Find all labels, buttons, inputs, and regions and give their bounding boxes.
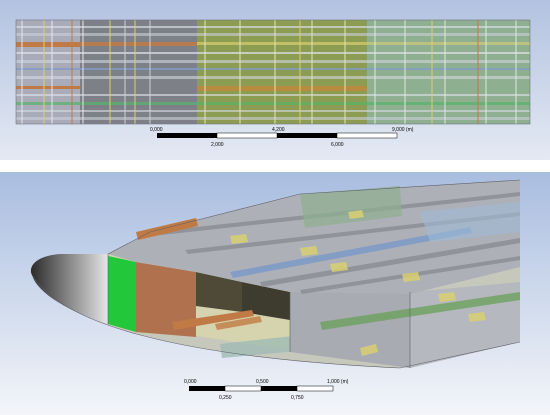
- scale-label-bottom-0: 2,000: [211, 142, 224, 148]
- scale2-label-top-2: 1,000 (m): [327, 379, 349, 385]
- rear-spar-face: [290, 292, 410, 368]
- scale-label-bottom-1: 6,000: [331, 142, 344, 148]
- perspective-view-canvas: 0,000 0,500 1,000 (m) 0,250 0,750: [0, 172, 550, 415]
- scale-label-top-0: 0,000: [150, 127, 163, 133]
- scale-label-top-2: 9,000 (m): [392, 127, 414, 133]
- front-spar-face: [108, 256, 136, 332]
- planform-section-outboard: [367, 20, 530, 124]
- planform-section-mid: [197, 20, 367, 124]
- inner-spar-dark: [196, 272, 242, 312]
- inner-spar-dark-2: [242, 282, 290, 320]
- scale-segment-3: [277, 133, 337, 138]
- lower-stiffener-1: [172, 310, 254, 330]
- scale2-label-bottom-1: 0,750: [291, 395, 304, 401]
- planform-section-root: [16, 20, 80, 124]
- scale-segment-2: [216, 132, 278, 139]
- planform-view-canvas: 0,000 4,200 9,000 (m) 2,000 6,000: [0, 0, 550, 160]
- upper-skin-stringers: [150, 192, 520, 330]
- perspective-scale-bar: 0,000 0,500 1,000 (m) 0,250 0,750: [184, 379, 349, 401]
- wing-planform: [15, 19, 531, 125]
- planform-rib-lines: [21, 20, 517, 124]
- planform-view-panel: 0,000 4,200 9,000 (m) 2,000 6,000: [0, 0, 550, 160]
- planform-section-inboard: [80, 20, 197, 124]
- perspective-view-panel: 0,000 0,500 1,000 (m) 0,250 0,750: [0, 172, 550, 415]
- yellow-reinforcement-patches: [230, 210, 486, 356]
- planform-scale-bar: 0,000 4,200 9,000 (m) 2,000 6,000: [150, 127, 414, 148]
- lower-stiffener-2: [215, 316, 262, 330]
- scale-segment-1: [157, 133, 217, 138]
- scale2-segment-3: [261, 386, 297, 391]
- scale2-label-top-0: 0,000: [184, 379, 197, 385]
- rib-brown-face: [136, 262, 196, 337]
- wing-outlines: [31, 179, 521, 369]
- scale-label-top-1: 4,200: [272, 127, 285, 133]
- scale2-label-bottom-0: 0,250: [219, 395, 232, 401]
- scale-segment-4: [336, 132, 398, 139]
- scale2-segment-4: [296, 385, 334, 392]
- upper-sage-panel: [300, 186, 402, 228]
- upper-blue-panel: [420, 202, 520, 242]
- scale2-label-top-1: 0,500: [256, 379, 269, 385]
- planform-stringer-bands: [16, 26, 530, 120]
- scale2-segment-2: [224, 385, 262, 392]
- wing-leading-edge: [30, 254, 108, 324]
- scale2-segment-1: [189, 386, 225, 391]
